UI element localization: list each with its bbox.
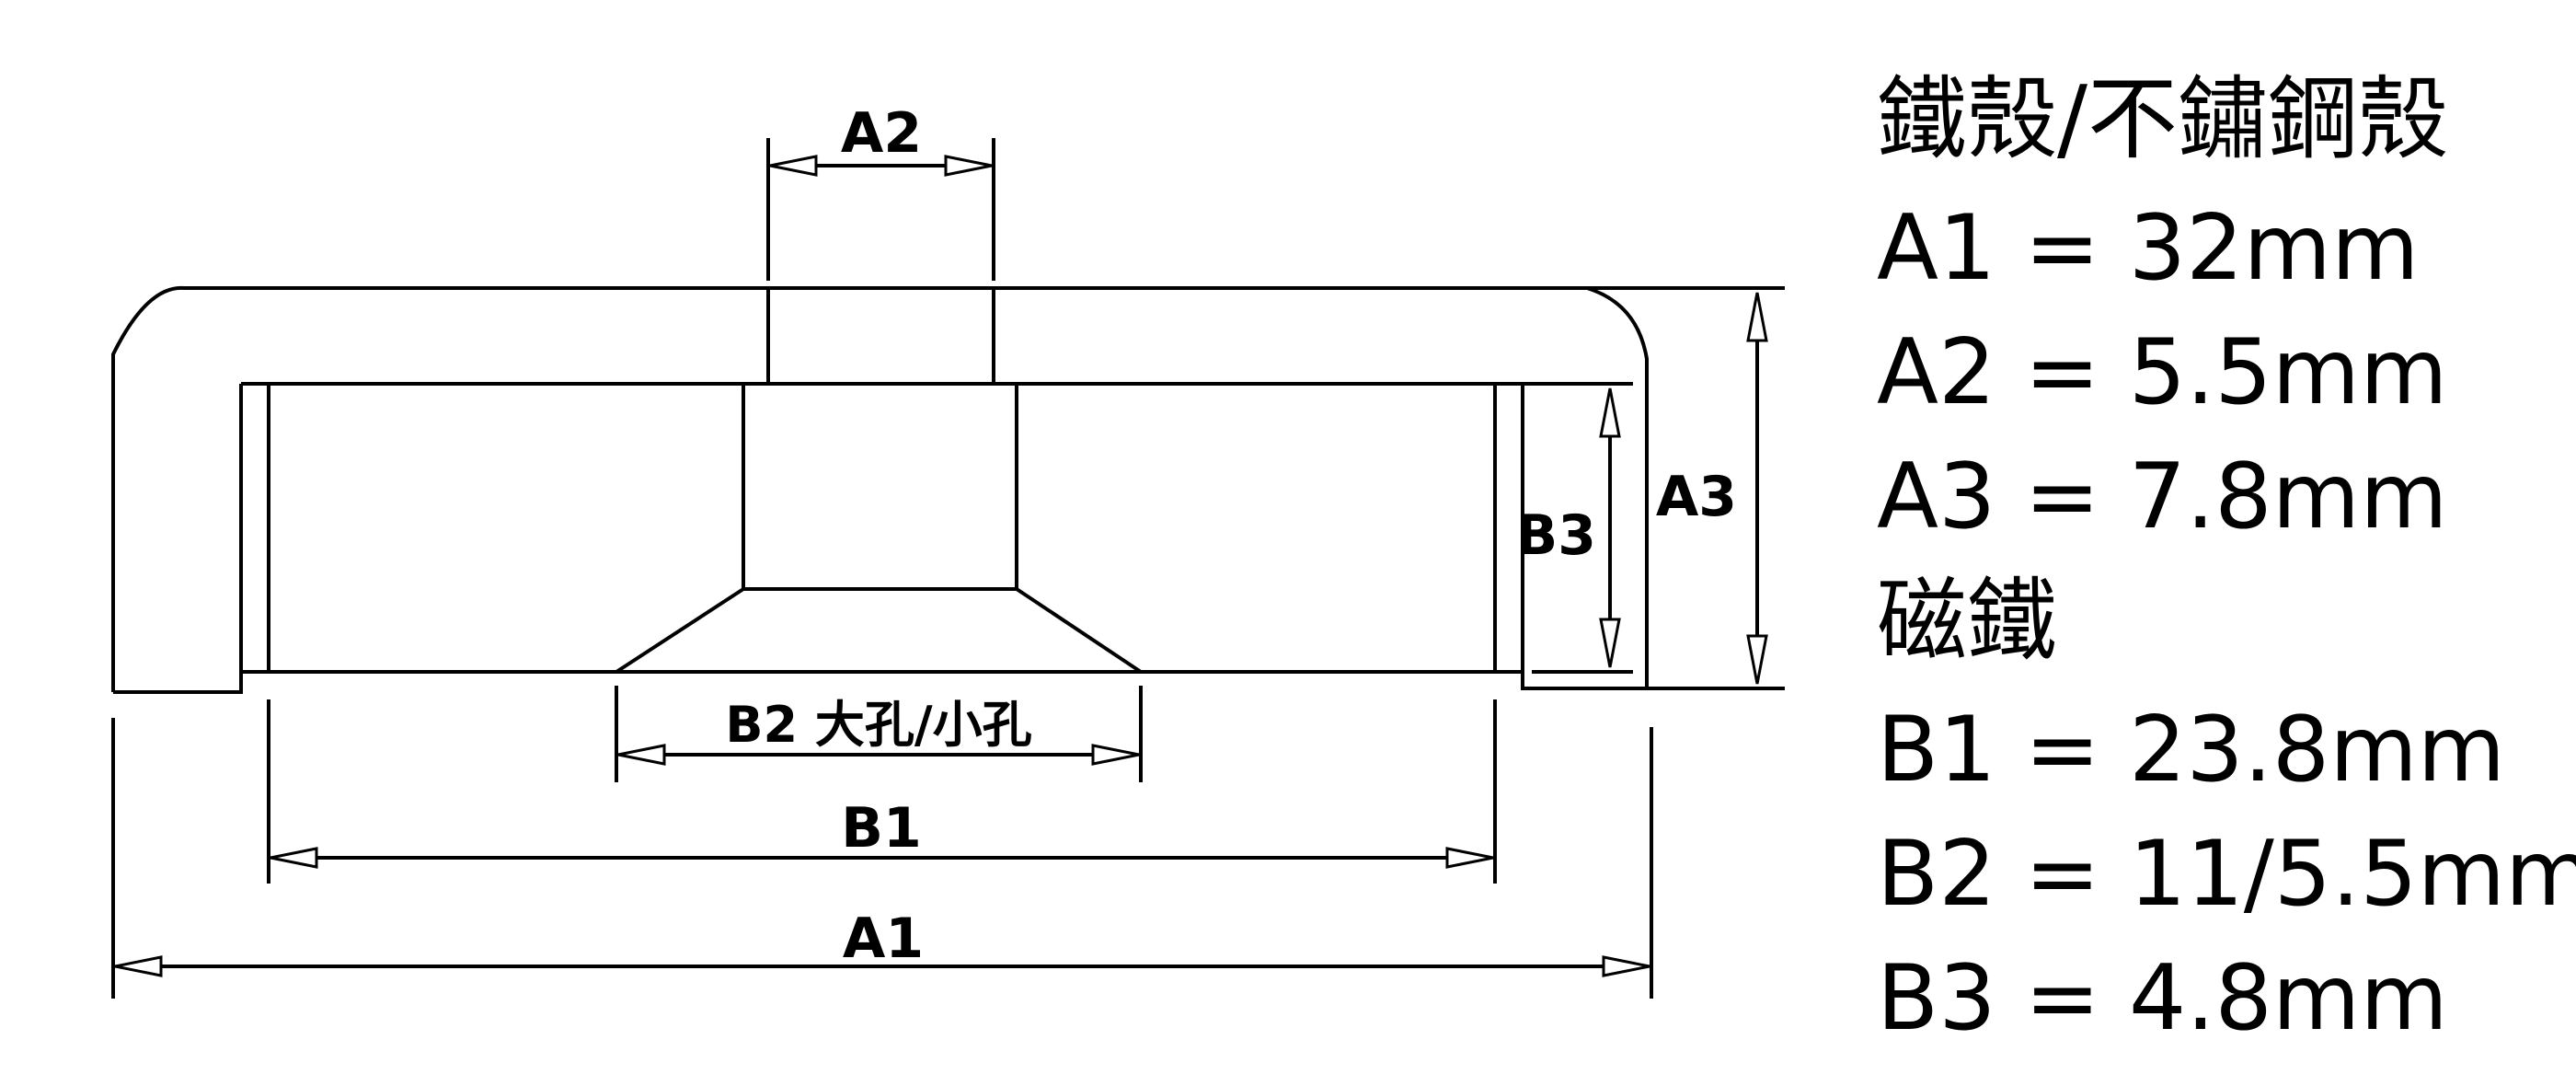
- arrow-b2-left: [617, 744, 666, 766]
- label-b1: B1: [841, 796, 921, 861]
- spec-a1: A1 = 32mm: [1877, 196, 2420, 301]
- spec-a2: A2 = 5.5mm: [1877, 320, 2448, 425]
- spec-list: 鐵殼/不鏽鋼殼 A1 = 32mm A2 = 5.5mm A3 = 7.8mm …: [1877, 55, 2576, 1051]
- arrow-a2-right: [944, 155, 993, 177]
- dimension-a1: A1: [111, 718, 1653, 999]
- top-hole: [766, 288, 995, 384]
- dimension-b3: B3: [1516, 382, 1633, 674]
- spec-b1: B1 = 23.8mm: [1877, 698, 2506, 803]
- spec-shell-heading: 鐵殼/不鏽鋼殼: [1877, 67, 2449, 172]
- label-b2: B2 大孔/小孔: [725, 696, 1031, 754]
- label-a2: A2: [841, 101, 922, 166]
- shell-outline: [111, 285, 1649, 694]
- label-a3: A3: [1656, 465, 1737, 529]
- spec-a3: A3 = 7.8mm: [1877, 445, 2448, 549]
- dimension-b2: B2 大孔/小孔: [615, 686, 1143, 782]
- arrow-a2-left: [769, 155, 818, 177]
- arrow-b1-right: [1445, 847, 1494, 869]
- label-a1: A1: [843, 907, 924, 971]
- magnet-outline: [241, 384, 1523, 674]
- dimension-a2: A2: [766, 101, 995, 281]
- arrow-b2-right: [1091, 744, 1140, 766]
- spec-magnet-heading: 磁鐵: [1877, 569, 2058, 674]
- arrow-b1-left: [270, 847, 318, 869]
- arrow-a1-left: [114, 955, 163, 977]
- spec-b3: B3 = 4.8mm: [1877, 946, 2448, 1051]
- dimension-a3: A3: [1587, 286, 1785, 690]
- arrow-a1-right: [1602, 955, 1650, 977]
- shell-inner-walls: [239, 382, 1524, 672]
- arrow-a3-bottom: [1746, 634, 1768, 685]
- arrow-a3-top: [1746, 292, 1768, 342]
- spec-b2: B2 = 11/5.5mm: [1877, 822, 2576, 927]
- label-b3: B3: [1516, 503, 1596, 568]
- arrow-b3-top: [1599, 387, 1621, 438]
- arrow-b3-bottom: [1599, 618, 1621, 668]
- dimension-b1: B1: [267, 699, 1497, 884]
